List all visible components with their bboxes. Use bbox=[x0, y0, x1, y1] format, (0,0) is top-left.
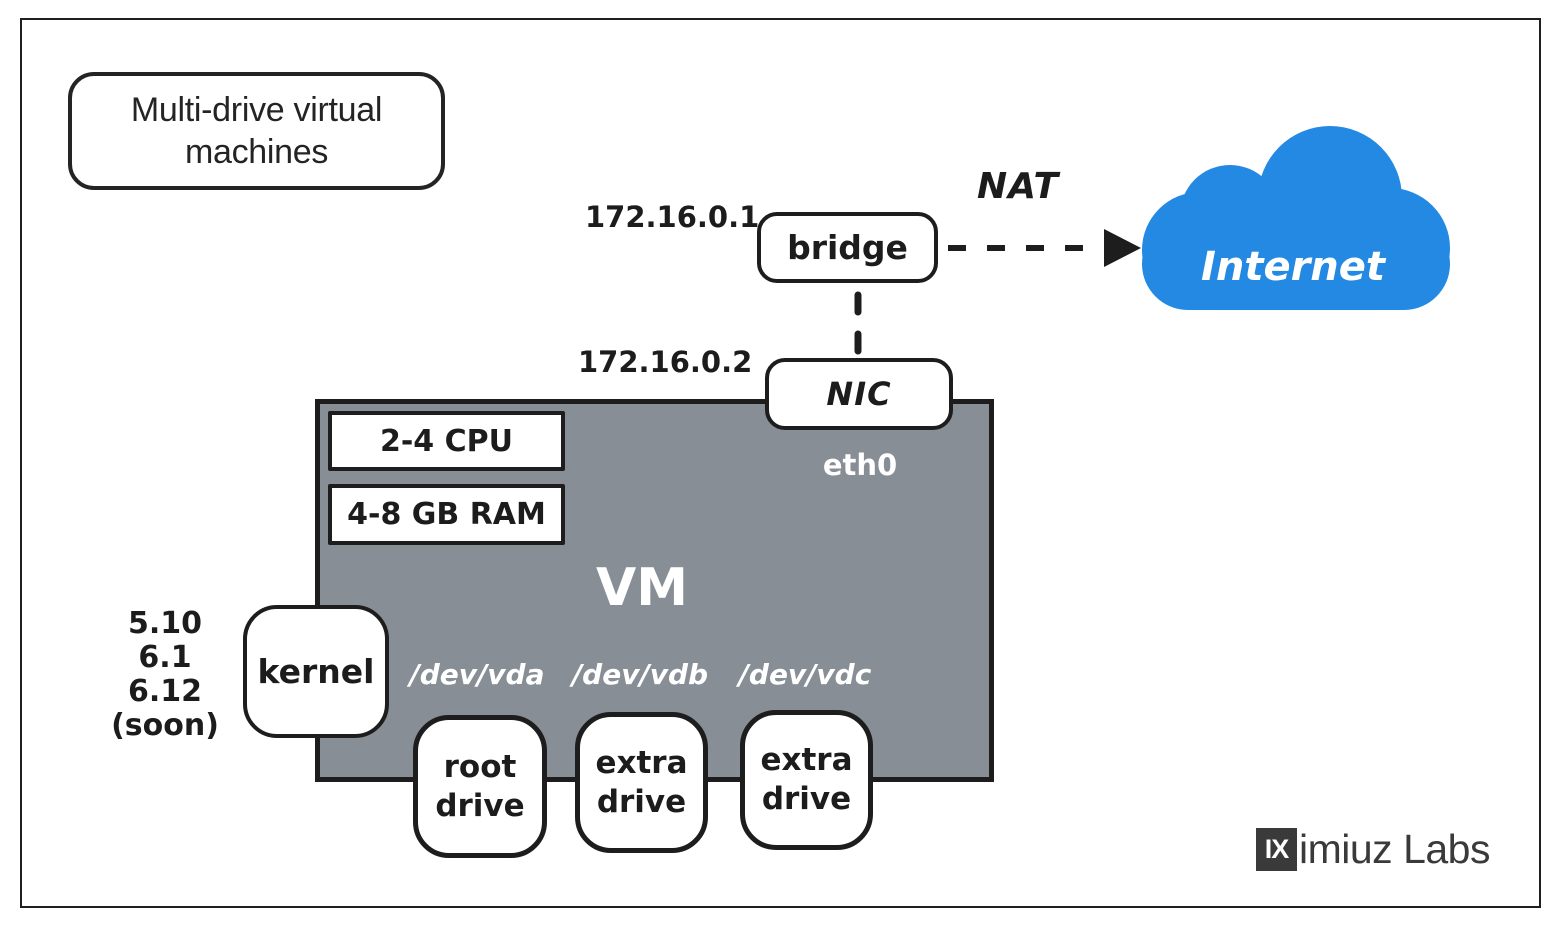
kernel-version-list: 5.10 6.1 6.12 (soon) bbox=[95, 607, 235, 743]
cpu-label: 2-4 CPU bbox=[379, 423, 513, 459]
ximiuz-labs-logo: IX imiuz Labs bbox=[1256, 826, 1490, 873]
root-drive-node: root drive bbox=[413, 715, 547, 858]
kernel-version: 6.12 bbox=[127, 674, 203, 709]
outer-frame bbox=[20, 18, 1541, 908]
kernel-version: (soon) bbox=[111, 708, 219, 743]
drive-label-line: drive bbox=[596, 783, 687, 820]
nic-ip-label: 172.16.0.2 bbox=[578, 345, 753, 379]
drive-label-line: drive bbox=[761, 781, 852, 817]
diagram-title: Multi-drive virtual machines bbox=[130, 90, 383, 172]
kernel-node: kernel bbox=[243, 605, 389, 738]
ram-box: 4-8 GB RAM bbox=[328, 484, 565, 545]
drive-label-line: extra bbox=[595, 744, 688, 781]
dev-vda-label: /dev/vda bbox=[409, 658, 545, 691]
extra-drive-node: extra drive bbox=[740, 710, 873, 850]
nat-label: NAT bbox=[976, 166, 1060, 207]
drive-label-line: extra bbox=[760, 742, 853, 779]
internet-label: Internet bbox=[1200, 244, 1386, 290]
nic-node: NIC bbox=[765, 358, 953, 430]
kernel-version: 5.10 bbox=[127, 606, 203, 641]
extra-drive-node: extra drive bbox=[575, 712, 708, 853]
eth0-label: eth0 bbox=[822, 448, 898, 482]
logo-text: imiuz Labs bbox=[1299, 826, 1490, 872]
title-box: Multi-drive virtual machines bbox=[68, 72, 445, 190]
ram-label: 4-8 GB RAM bbox=[347, 497, 546, 532]
kernel-version: 6.1 bbox=[138, 640, 192, 675]
drive-label-line: drive bbox=[435, 787, 525, 824]
drive-label-line: root bbox=[443, 748, 517, 785]
vm-label: VM bbox=[596, 558, 688, 618]
bridge-label: bridge bbox=[787, 228, 908, 267]
nic-label: NIC bbox=[826, 375, 892, 413]
bridge-ip-label: 172.16.0.1 bbox=[585, 200, 760, 234]
dev-vdb-label: /dev/vdb bbox=[571, 658, 709, 691]
dev-vdc-label: /dev/vdc bbox=[738, 658, 872, 691]
bridge-node: bridge bbox=[757, 212, 938, 283]
logo-mark-icon: IX bbox=[1256, 828, 1297, 871]
internet-cloud-icon bbox=[1142, 126, 1450, 310]
arrowhead-icon bbox=[1104, 229, 1141, 267]
cpu-box: 2-4 CPU bbox=[328, 411, 565, 471]
kernel-label: kernel bbox=[257, 652, 375, 691]
